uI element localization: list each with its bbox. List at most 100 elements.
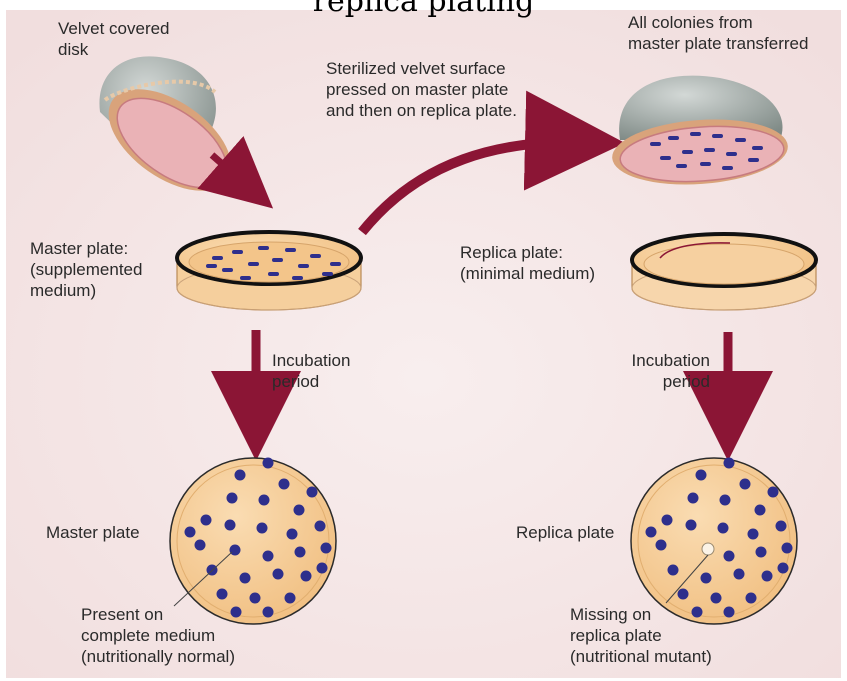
colony [768, 487, 779, 498]
colony [287, 529, 298, 540]
label-line: period [600, 371, 710, 392]
colony [259, 495, 270, 506]
label-line: Velvet covered [58, 18, 170, 39]
label-line: period [272, 371, 350, 392]
colony [724, 458, 735, 469]
colony [646, 527, 657, 538]
label-line: disk [58, 39, 170, 60]
label-incubation-right: Incubation period [600, 350, 710, 392]
colony [678, 589, 689, 600]
label-line: medium) [30, 280, 142, 301]
label-replica-plate-bottom: Replica plate [516, 522, 614, 543]
colony [263, 607, 274, 618]
colony [668, 136, 679, 140]
colony [688, 493, 699, 504]
label-master-plate-bottom: Master plate [46, 522, 140, 543]
label-line: master plate transferred [628, 33, 808, 54]
colony [686, 520, 697, 531]
colony [682, 150, 693, 154]
colony [322, 272, 333, 276]
colony [248, 262, 259, 266]
colony [240, 276, 251, 280]
replica-plate-topview [631, 458, 797, 625]
colony [279, 479, 290, 490]
label-line: and then on replica plate. [326, 100, 517, 121]
colony [301, 571, 312, 582]
label-line: Replica plate: [460, 242, 595, 263]
colony [232, 250, 243, 254]
master-plate-topview [170, 458, 336, 625]
colony [298, 264, 309, 268]
label-line: Replica plate [516, 522, 614, 543]
colony [778, 563, 789, 574]
colony [656, 540, 667, 551]
colony [258, 246, 269, 250]
colony [662, 515, 673, 526]
colony [668, 565, 679, 576]
colony [718, 523, 729, 534]
colony [257, 523, 268, 534]
colony [268, 272, 279, 276]
colony [726, 152, 737, 156]
colony [307, 487, 318, 498]
label-line: (minimal medium) [460, 263, 595, 284]
colony [755, 505, 766, 516]
colony [700, 162, 711, 166]
colony [195, 540, 206, 551]
colony [660, 156, 671, 160]
colony [782, 543, 793, 554]
colony [720, 495, 731, 506]
colony [748, 529, 759, 540]
label-velvet-disk: Velvet covered disk [58, 18, 170, 60]
colony [272, 258, 283, 262]
colony [185, 527, 196, 538]
replica-plate-dish [632, 234, 816, 310]
label-line: All colonies from [628, 12, 808, 33]
colony [746, 593, 757, 604]
label-line: (nutritional mutant) [570, 646, 712, 667]
colony [310, 254, 321, 258]
label-line: Incubation [272, 350, 350, 371]
label-sterilized-velvet: Sterilized velvet surface pressed on mas… [326, 58, 517, 121]
colony [676, 164, 687, 168]
label-line: (nutritionally normal) [81, 646, 235, 667]
colony [704, 148, 715, 152]
colony [317, 563, 328, 574]
colony [650, 142, 661, 146]
label-line: Sterilized velvet surface [326, 58, 517, 79]
colony [734, 569, 745, 580]
colony [227, 493, 238, 504]
colony [212, 256, 223, 260]
colony [330, 262, 341, 266]
colony [712, 134, 723, 138]
label-line: Master plate [46, 522, 140, 543]
colony [762, 571, 773, 582]
label-line: (supplemented [30, 259, 142, 280]
colony [294, 505, 305, 516]
label-line: Missing on [570, 604, 712, 625]
colony [752, 146, 763, 150]
colony [321, 543, 332, 554]
label-line: Master plate: [30, 238, 142, 259]
colony [724, 607, 735, 618]
colony [263, 458, 274, 469]
colony [724, 551, 735, 562]
colony [225, 520, 236, 531]
colony [201, 515, 212, 526]
colony [285, 593, 296, 604]
label-line: replica plate [570, 625, 712, 646]
colony [690, 132, 701, 136]
label-line: pressed on master plate [326, 79, 517, 100]
colony [206, 264, 217, 268]
colony [701, 573, 712, 584]
label-master-plate-top: Master plate: (supplemented medium) [30, 238, 142, 301]
colony [748, 158, 759, 162]
colony [235, 470, 246, 481]
colony [285, 248, 296, 252]
colony [273, 569, 284, 580]
colony [735, 138, 746, 142]
colony [250, 593, 261, 604]
label-missing-note: Missing on replica plate (nutritional mu… [570, 604, 712, 667]
colony [292, 276, 303, 280]
colony [230, 545, 241, 556]
